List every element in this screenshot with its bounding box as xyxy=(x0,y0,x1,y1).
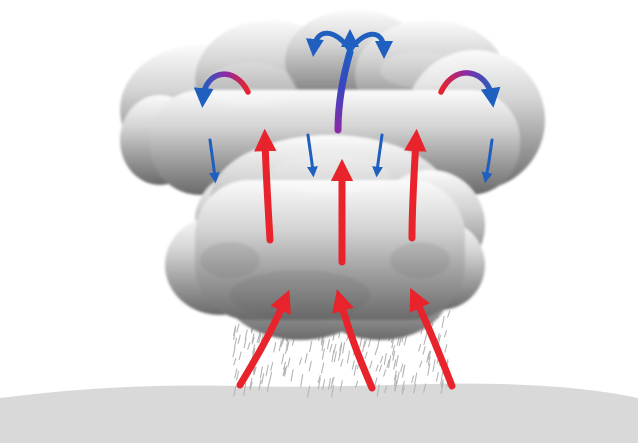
rain-streak xyxy=(234,358,236,365)
rain-streak xyxy=(322,363,324,373)
rain-streak xyxy=(424,337,426,345)
rain-streak xyxy=(394,360,396,369)
rain-streak xyxy=(420,361,422,367)
rain-streak xyxy=(423,347,425,354)
rain-streak xyxy=(442,317,444,328)
rain-streak xyxy=(375,348,377,355)
rain-streak xyxy=(305,353,307,362)
rain-streak xyxy=(436,373,438,382)
rain-streak xyxy=(341,359,343,366)
rain-streak xyxy=(380,365,382,371)
rain-streak xyxy=(419,344,421,351)
rain-streak xyxy=(233,348,235,357)
rain-streak xyxy=(415,373,417,384)
rain-streak xyxy=(365,352,367,358)
rain-streak xyxy=(397,372,399,382)
rain-streak xyxy=(239,352,241,360)
rain-streak xyxy=(384,354,386,365)
rain-streak xyxy=(245,330,247,339)
rain-streak xyxy=(309,361,311,371)
rain-streak xyxy=(334,344,336,352)
rain-streak xyxy=(399,337,401,345)
rain-streak xyxy=(404,337,406,345)
cloud-body xyxy=(120,10,545,340)
rain-streak xyxy=(310,342,312,352)
rain-streak xyxy=(271,363,273,371)
rain-streak xyxy=(328,339,330,348)
rain-streak xyxy=(412,376,414,383)
rain-streak xyxy=(266,365,268,375)
rain-streak xyxy=(433,360,435,372)
rain-streak xyxy=(248,343,250,350)
rain-streak xyxy=(238,335,240,343)
rain-streak xyxy=(300,358,302,364)
rain-streak xyxy=(288,358,290,367)
rain-streak xyxy=(370,361,372,368)
rain-streak xyxy=(397,337,399,345)
rain-streak xyxy=(445,331,447,337)
rain-streak xyxy=(343,342,345,353)
rain-streak xyxy=(334,352,336,362)
rain-streak xyxy=(384,370,386,377)
rain-streak xyxy=(360,337,362,347)
rain-streak xyxy=(352,361,354,369)
rain-streak xyxy=(262,374,264,384)
rain-streak xyxy=(348,351,350,363)
rain-streak xyxy=(445,345,447,352)
rain-streak xyxy=(354,365,356,375)
rain-streak xyxy=(448,311,450,317)
rain-streak xyxy=(401,364,403,371)
rain-streak xyxy=(381,356,383,362)
rain-streak xyxy=(244,339,246,348)
rain-streak xyxy=(282,354,284,364)
rain-streak xyxy=(237,324,239,332)
rain-streak xyxy=(291,370,293,381)
ground xyxy=(0,384,638,443)
updraft-arrow xyxy=(412,140,416,238)
rain-streak xyxy=(330,344,332,352)
rain-streak xyxy=(396,356,398,367)
rain-streak xyxy=(301,375,303,387)
rain-streak xyxy=(237,371,239,380)
rain-streak xyxy=(274,343,276,352)
rain-streak xyxy=(375,378,377,385)
rain-streak xyxy=(235,369,237,378)
rain-streak xyxy=(369,339,371,347)
rain-streak xyxy=(376,365,378,371)
rain-streak xyxy=(260,367,262,378)
rain-streak xyxy=(235,338,237,348)
rain-streak xyxy=(322,349,324,359)
rain-streak xyxy=(270,372,272,381)
